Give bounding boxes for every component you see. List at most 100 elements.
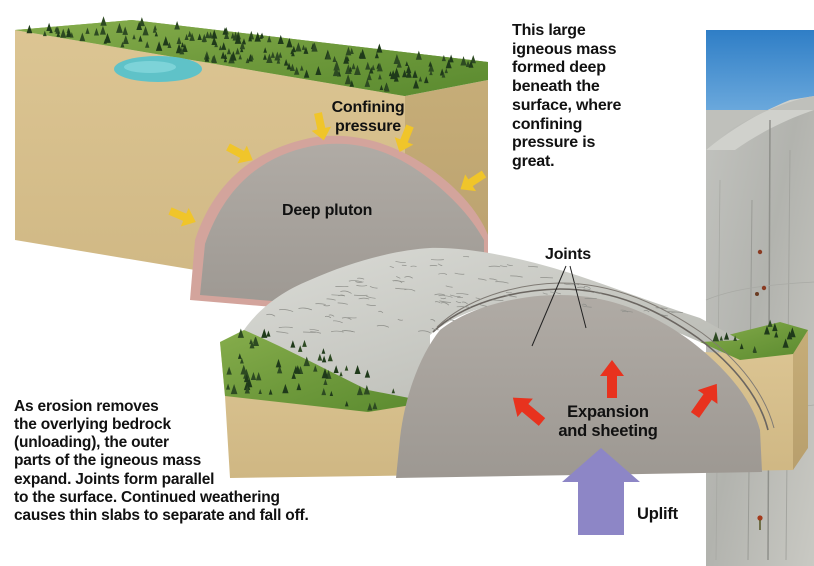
tree-mark	[724, 332, 730, 340]
tree-mark	[136, 21, 143, 30]
uplift-arrow-icon	[562, 448, 640, 535]
tree-mark	[155, 41, 163, 51]
tree-mark	[412, 79, 420, 89]
granite-texture	[495, 281, 509, 284]
tree-mark	[291, 50, 295, 57]
tree-mark	[240, 47, 244, 53]
tree-mark	[349, 47, 354, 54]
granite-texture	[341, 330, 355, 333]
tree-mark	[26, 24, 33, 34]
pressure-arrow-icon	[311, 112, 332, 141]
pressure-arrows	[168, 112, 487, 227]
tree-mark	[189, 32, 195, 41]
granite-texture	[395, 287, 408, 290]
tree-mark	[363, 384, 371, 395]
tree-mark	[299, 65, 304, 71]
granite-texture	[430, 319, 436, 322]
tree-mark	[261, 328, 268, 338]
granite-texture	[438, 295, 453, 298]
tree-mark	[441, 72, 446, 78]
granite-texture	[445, 285, 453, 288]
tree-mark	[354, 64, 361, 75]
granite-texture	[340, 290, 352, 294]
granite-texture	[510, 275, 523, 278]
tree-mark	[303, 46, 309, 54]
tree-mark	[250, 54, 254, 60]
granite-texture	[369, 286, 378, 289]
tree-mark	[291, 45, 296, 53]
granite-texture	[397, 318, 404, 321]
tree-mark	[201, 33, 207, 42]
tree-mark	[79, 32, 86, 42]
tree-mark	[332, 55, 337, 62]
tree-mark	[238, 54, 242, 60]
tree-mark	[448, 54, 454, 63]
tree-mark	[282, 383, 289, 394]
granite-texture	[357, 277, 365, 280]
tree-mark	[211, 36, 217, 46]
granite-texture	[489, 278, 498, 281]
pressure-arrow-icon	[168, 207, 196, 227]
tree-mark	[167, 42, 172, 49]
tree-mark	[204, 54, 210, 62]
granite-texture	[461, 301, 468, 305]
tree-mark	[226, 366, 232, 375]
expansion-arrow-icon	[600, 360, 624, 398]
granite-texture	[620, 309, 629, 313]
granite-texture	[278, 326, 293, 329]
tree-mark	[294, 365, 301, 374]
tree-mark	[384, 83, 390, 92]
tree-mark	[286, 62, 292, 70]
granite-texture	[655, 307, 668, 309]
tree-mark	[154, 31, 158, 37]
tree-mark	[277, 34, 284, 44]
granite-texture	[355, 281, 364, 283]
tree-mark	[354, 365, 361, 374]
granite-texture	[431, 327, 439, 331]
tree-mark	[325, 51, 332, 60]
joints-label: Joints	[545, 246, 591, 263]
tree-mark	[65, 28, 72, 38]
tree-mark	[712, 331, 720, 342]
expansion-arrows	[512, 360, 718, 426]
tree-mark	[180, 42, 185, 48]
tree-mark	[152, 27, 157, 33]
caption-line: pressure is	[512, 134, 596, 152]
tree-mark	[226, 47, 232, 55]
granite-texture	[475, 297, 482, 300]
confining-pressure-label: Confining pressure	[318, 99, 418, 137]
tree-mark	[85, 27, 90, 34]
tree-mark	[345, 46, 352, 56]
tree-mark	[258, 388, 262, 394]
tree-mark	[220, 51, 226, 59]
tree-mark	[54, 26, 59, 32]
tree-mark	[237, 328, 244, 338]
tree-mark	[391, 388, 395, 394]
tree-mark	[266, 330, 271, 337]
tree-mark	[321, 388, 327, 396]
caption-line: This large	[512, 22, 586, 39]
tree-mark	[782, 338, 789, 348]
tree-mark	[321, 348, 326, 354]
tree-mark	[267, 35, 272, 43]
tree-mark	[772, 322, 778, 332]
tree-mark	[46, 22, 52, 32]
exposed-pluton-block	[220, 247, 808, 478]
tree-mark	[243, 374, 250, 383]
granite-texture	[583, 288, 591, 291]
tree-mark	[311, 42, 318, 52]
tree-mark	[244, 385, 250, 394]
tree-mark	[344, 365, 349, 371]
granite-texture	[395, 261, 406, 264]
granite-texture	[440, 297, 447, 300]
tree-mark	[56, 31, 61, 37]
tree-mark	[733, 335, 737, 342]
tree-mark	[252, 336, 260, 346]
tree-mark	[230, 51, 237, 61]
tree-mark	[356, 386, 363, 396]
tree-mark	[241, 38, 247, 45]
tree-mark	[339, 371, 343, 377]
tree-mark	[211, 55, 216, 62]
